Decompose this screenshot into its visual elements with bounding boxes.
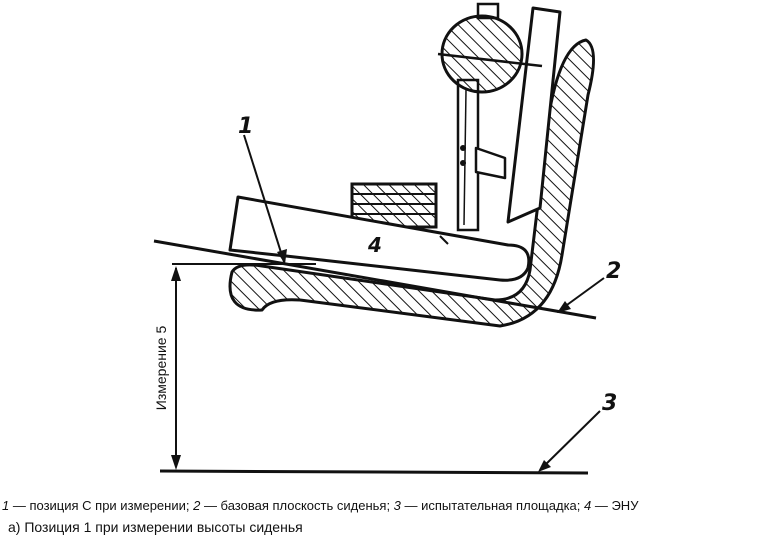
bracket-pivot-lower bbox=[460, 160, 466, 166]
rod-centerline bbox=[463, 89, 467, 226]
seat-height-diagram: Измерение 5 1 2 3 4 bbox=[153, 2, 621, 475]
legend-num-4: 4 bbox=[584, 498, 592, 513]
seat-reference-plane bbox=[153, 239, 597, 320]
legend-text-3: — испытательная площадка; bbox=[400, 498, 584, 513]
figure-legend: 1 — позиция С при измерении; 2 — базовая… bbox=[2, 498, 777, 513]
device-back-plate bbox=[506, 6, 562, 224]
figure-caption: а) Позиция 1 при измерении высоты сидень… bbox=[8, 519, 303, 535]
leader-line-3 bbox=[539, 410, 601, 471]
leader-line-1 bbox=[243, 134, 285, 263]
device-bracket bbox=[474, 146, 507, 180]
dimension-arrow-bottom bbox=[171, 455, 181, 470]
dimension-label: Измерение 5 bbox=[153, 326, 169, 411]
callout-3: 3 bbox=[602, 391, 617, 416]
callout-4: 4 bbox=[367, 233, 382, 257]
legend-num-1: 1 bbox=[2, 498, 10, 513]
legend-num-3: 3 bbox=[393, 498, 401, 513]
legend-text-4: — ЭНУ bbox=[591, 498, 639, 513]
dimension-arrow-top bbox=[171, 266, 181, 281]
test-platform-line bbox=[159, 469, 589, 475]
device-seat-pan bbox=[228, 195, 531, 282]
head-axis-line bbox=[437, 52, 543, 68]
legend-num-2: 2 bbox=[193, 498, 201, 513]
device-head-disk bbox=[440, 14, 524, 94]
callout-1: 1 bbox=[238, 114, 253, 139]
seat-cross-section bbox=[228, 38, 595, 328]
legend-text-1: — позиция С при измерении; bbox=[9, 498, 194, 513]
leader-arrow-3 bbox=[538, 460, 551, 472]
leader-arrow-2 bbox=[557, 301, 571, 313]
bracket-pivot-upper bbox=[460, 145, 466, 151]
legend-text-2: — базовая плоскость сиденья; bbox=[200, 498, 394, 513]
leader-arrow-1 bbox=[277, 249, 287, 264]
callout-2: 2 bbox=[606, 259, 621, 284]
